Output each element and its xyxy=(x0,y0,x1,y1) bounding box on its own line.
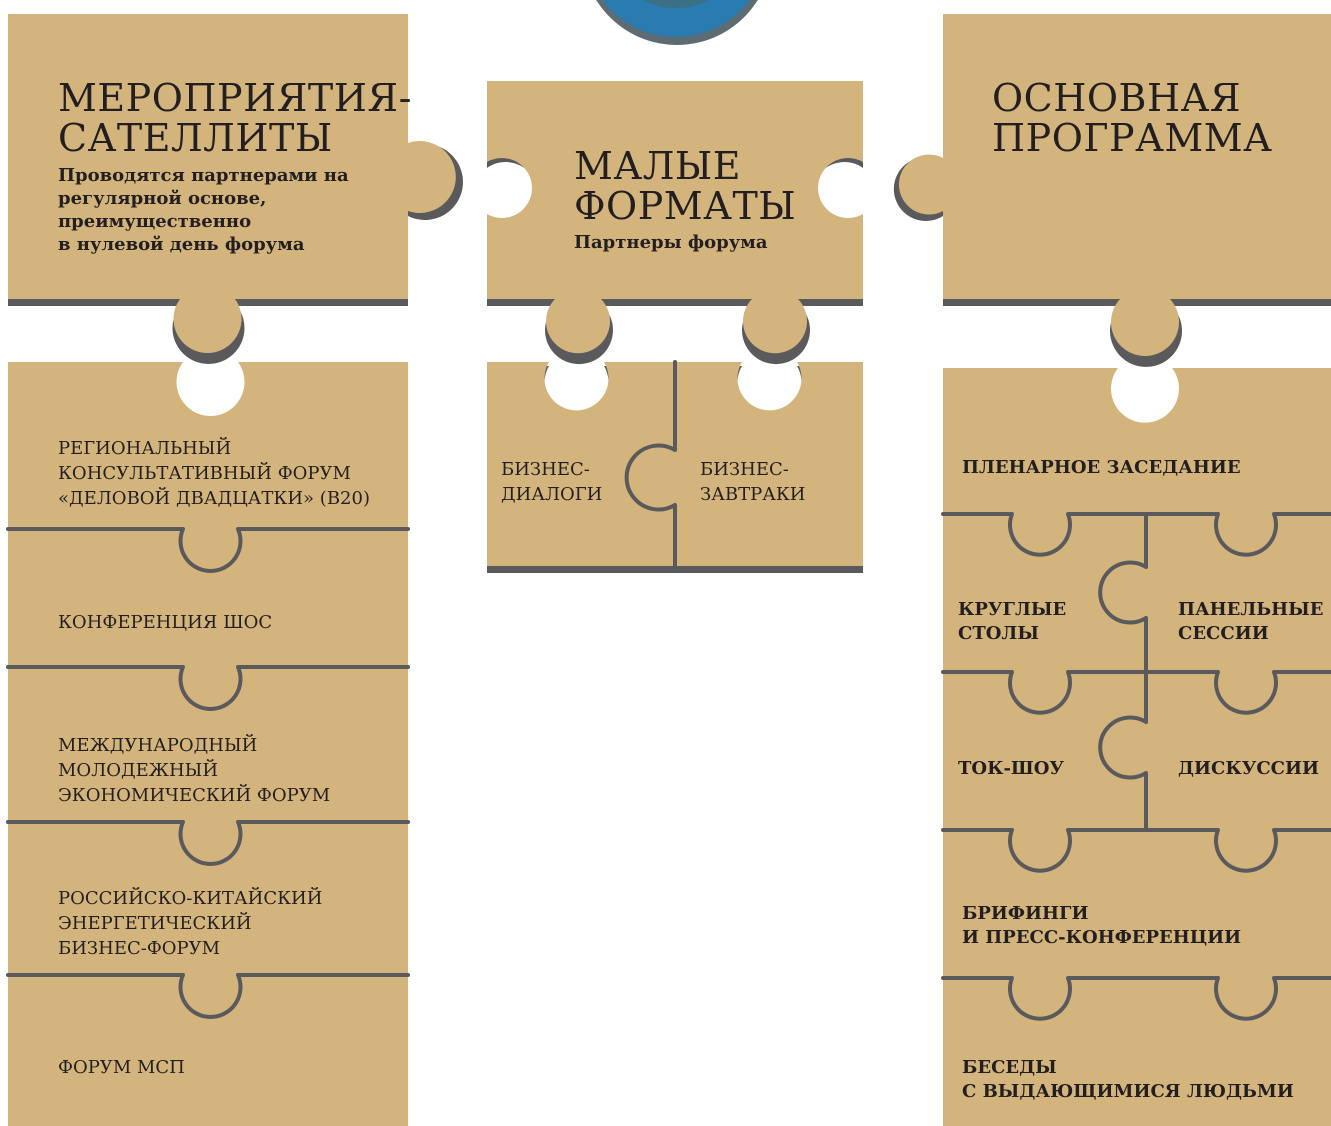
right-seam-1 xyxy=(941,512,1331,557)
middle-header-piece xyxy=(487,81,863,354)
left-item-ru-cn-energy: РОССИЙСКО-КИТАЙСКИЙ ЭНЕРГЕТИЧЕСКИЙ БИЗНЕ… xyxy=(58,888,323,959)
right-item-talk-show: ТОК-ШОУ xyxy=(958,758,1065,779)
right-item-plenary: ПЛЕНАРНОЕ ЗАСЕДАНИЕ xyxy=(962,457,1241,478)
middle-item-breakfasts: БИЗНЕС- ЗАВТРАКИ xyxy=(700,459,806,505)
right-item-conversations: БЕСЕДЫ С ВЫДАЮЩИМИСЯ ЛЮДЬМИ xyxy=(962,1057,1294,1102)
right-seam-v1 xyxy=(1098,512,1148,674)
middle-items-piece xyxy=(487,362,863,566)
left-title: МЕРОПРИЯТИЯ- САТЕЛЛИТЫ xyxy=(58,76,412,160)
middle-seam xyxy=(624,360,677,568)
right-items-piece xyxy=(943,368,1331,1126)
middle-title: МАЛЫЕ ФОРМАТЫ xyxy=(574,144,797,228)
left-seam-1 xyxy=(6,527,410,573)
right-item-briefings: БРИФИНГИ И ПРЕСС-КОНФЕРЕНЦИИ xyxy=(962,903,1242,948)
left-item-b20: РЕГИОНАЛЬНЫЙ КОНСУЛЬТАТИВНЫЙ ФОРУМ «ДЕЛО… xyxy=(58,438,370,509)
forum-emblem-icon xyxy=(596,0,758,45)
right-item-discussions: ДИСКУССИИ xyxy=(1178,758,1319,779)
right-seam-4 xyxy=(941,976,1331,1021)
right-seam-2 xyxy=(941,670,1331,715)
left-item-sme: ФОРУМ МСП xyxy=(58,1057,185,1078)
left-header-piece xyxy=(8,14,456,353)
right-seam-v2 xyxy=(1098,670,1148,832)
left-subtitle: Проводятся партнерами на регулярной осно… xyxy=(58,165,349,255)
right-item-round-tables: КРУГЛЫЕ СТОЛЫ xyxy=(958,599,1067,644)
right-header-piece xyxy=(898,14,1331,357)
right-seam-3 xyxy=(941,828,1331,873)
right-title: ОСНОВНАЯ ПРОГРАММА xyxy=(992,76,1273,160)
left-item-youth-forum: МЕЖДУНАРОДНЫЙ МОЛОДЕЖНЫЙ ЭКОНОМИЧЕСКИЙ Ф… xyxy=(58,735,331,806)
left-seam-4 xyxy=(6,973,410,1019)
left-seam-2 xyxy=(6,665,410,711)
left-item-sco: КОНФЕРЕНЦИЯ ШОС xyxy=(58,612,273,633)
left-items-piece xyxy=(8,362,408,1126)
middle-subtitle: Партнеры форума xyxy=(574,232,768,253)
left-seam-3 xyxy=(6,820,410,866)
right-item-panel-sessions: ПАНЕЛЬНЫЕ СЕССИИ xyxy=(1178,599,1324,644)
middle-item-dialogues: БИЗНЕС- ДИАЛОГИ xyxy=(501,459,603,505)
